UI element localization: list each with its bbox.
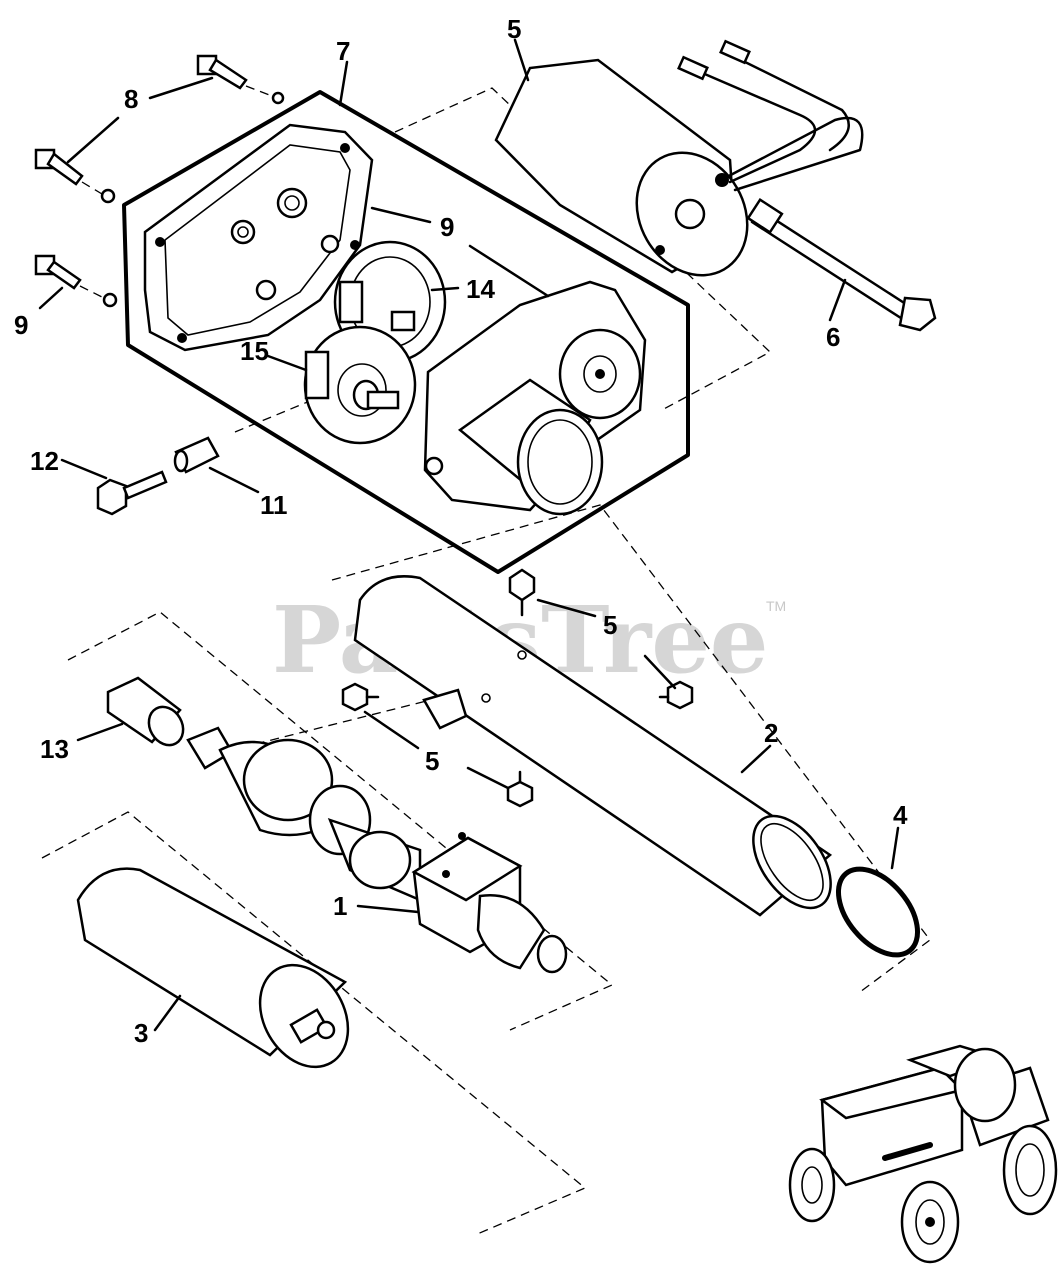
valve-assembly-part — [186, 726, 568, 974]
callout-label: 14 — [466, 274, 495, 304]
tractor-thumbnail — [788, 1044, 1058, 1264]
callout-label: 3 — [134, 1018, 148, 1048]
callout-label: 7 — [336, 36, 350, 66]
callout-label: 15 — [240, 336, 269, 366]
callout-label: 13 — [40, 734, 69, 764]
bushing-part — [106, 676, 185, 747]
callout-labels: 7 8 9 5 6 9 14 15 12 11 5 5 2 4 13 1 3 — [14, 14, 908, 1048]
callout-label: 9 — [14, 310, 28, 340]
screw-parts-9 — [34, 54, 285, 308]
pinion-gear-part — [303, 325, 417, 445]
motor-part — [494, 39, 864, 277]
callout-label: 6 — [826, 322, 840, 352]
callout-label: 8 — [124, 84, 138, 114]
callout-label: 1 — [333, 891, 347, 921]
callout-label: 5 — [425, 746, 439, 776]
callout-label: 5 — [603, 610, 617, 640]
callout-label: 4 — [893, 800, 908, 830]
callout-label: 5 — [507, 14, 521, 44]
watermark-trademark: TM — [766, 598, 786, 614]
bolt-and-spacer — [96, 436, 220, 516]
through-bolt-part — [746, 197, 937, 332]
callout-label: 2 — [764, 718, 778, 748]
cylinder-tube-part — [353, 575, 833, 917]
leader-lines — [38, 38, 900, 1032]
gear-housing-part — [423, 280, 647, 516]
screw-parts-5 — [341, 568, 694, 808]
o-ring-part — [835, 866, 921, 958]
gear-housing-assembly-outline — [122, 90, 690, 574]
callout-label: 11 — [260, 490, 288, 520]
gearbox-cover-part — [143, 123, 374, 352]
reservoir-part — [76, 867, 350, 1069]
callout-label: 12 — [30, 446, 59, 476]
callout-label: 9 — [440, 212, 454, 242]
